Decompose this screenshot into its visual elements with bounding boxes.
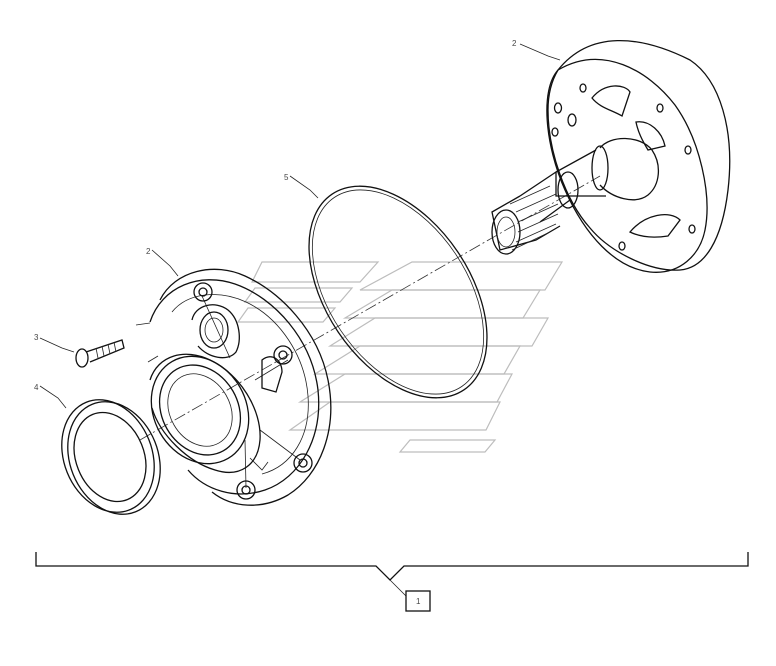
rear-flange-part bbox=[491, 39, 731, 273]
o-ring-part bbox=[308, 185, 488, 399]
callout-part-3: 3 bbox=[34, 333, 39, 342]
bolt-part bbox=[75, 339, 125, 368]
pump-housing-part bbox=[147, 268, 332, 506]
assembly-bracket bbox=[35, 552, 749, 612]
watermark-logo bbox=[236, 261, 564, 453]
callout-part-5: 5 bbox=[284, 173, 289, 182]
callout-part-2-top: 2 bbox=[512, 39, 517, 48]
callout-part-4: 4 bbox=[34, 383, 39, 392]
center-axis-line bbox=[139, 175, 601, 441]
callout-part-1: 1 bbox=[416, 597, 421, 606]
seal-ring-part bbox=[61, 399, 161, 515]
callout-part-2-left: 2 bbox=[146, 247, 151, 256]
